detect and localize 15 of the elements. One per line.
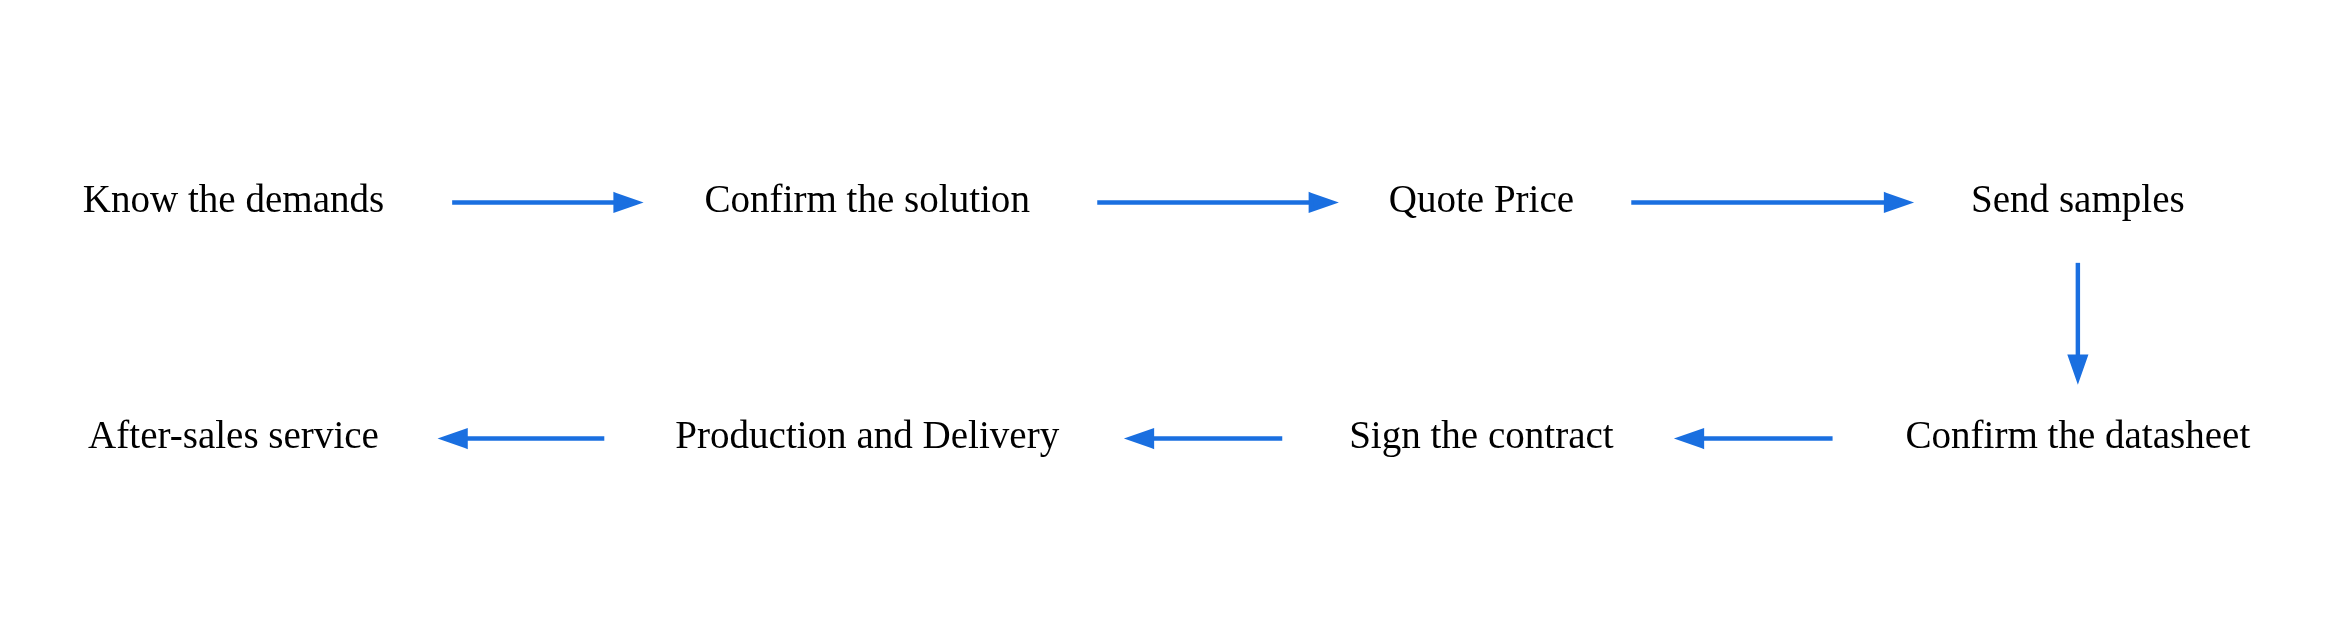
arrow xyxy=(1631,191,1915,214)
node-text: After-sales service xyxy=(88,413,379,457)
node-text: Know the demands xyxy=(82,177,385,221)
arrow xyxy=(437,427,605,450)
node-text: Sign the contract xyxy=(1349,413,1614,457)
node-text: Confirm the datasheet xyxy=(1905,413,2251,457)
arrow xyxy=(1123,427,1283,450)
node-text: Quote Price xyxy=(1388,177,1575,221)
node-text: Confirm the solution xyxy=(704,177,1030,221)
arrow xyxy=(1097,191,1339,214)
arrow xyxy=(1673,427,1833,450)
node-text: Send samples xyxy=(1971,177,2185,221)
arrow xyxy=(2067,262,2089,385)
node-text: Production and Delivery xyxy=(675,413,1060,457)
arrow xyxy=(452,191,644,214)
